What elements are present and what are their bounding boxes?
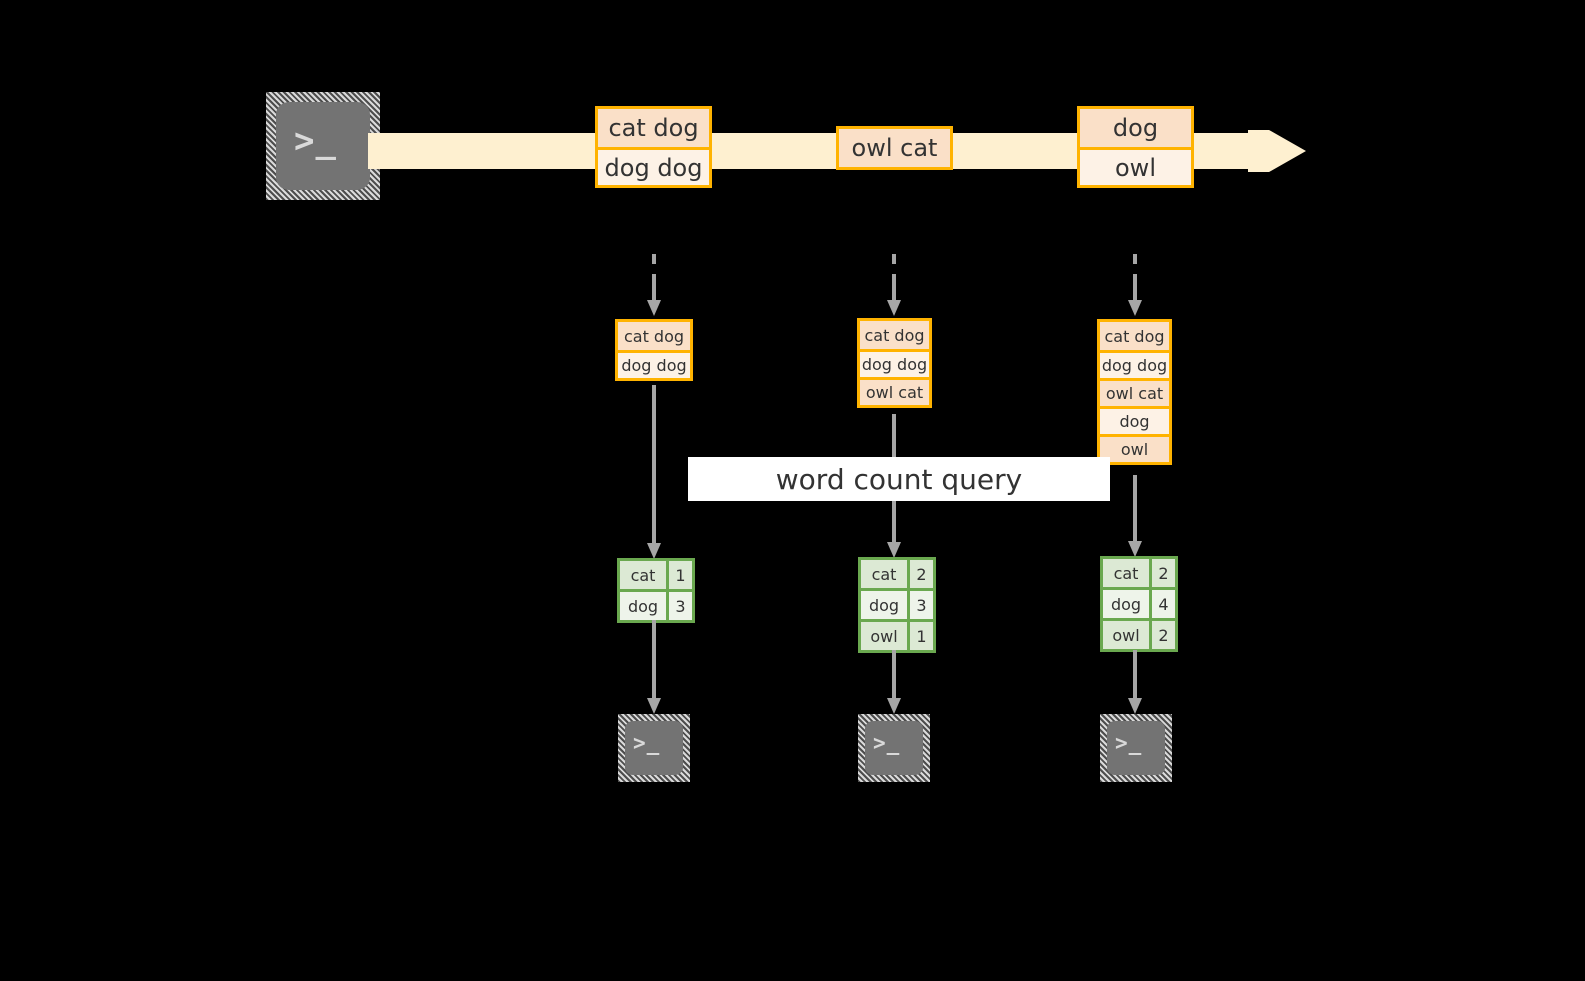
table-cell-word: dog <box>861 591 907 619</box>
batch-2-input-box: cat dog dog dog owl cat <box>857 318 932 408</box>
batch-input-row: dog dog <box>618 350 690 378</box>
table-cell-count: 3 <box>666 592 692 620</box>
query-label-text: word count query <box>775 462 1023 496</box>
table-cell-word: owl <box>1103 621 1149 649</box>
batch-input-row: dog dog <box>860 349 929 377</box>
table-cell-count: 1 <box>666 561 692 589</box>
stream-message-line: cat dog <box>598 109 709 147</box>
table-row: dog 3 <box>620 589 692 620</box>
stream-message-2: owl cat <box>836 126 953 170</box>
batch-3-ingest-connector <box>1124 254 1146 318</box>
table-row: dog 4 <box>1103 587 1175 618</box>
table-cell-count: 2 <box>1149 621 1175 649</box>
stream-message-3: dog owl <box>1077 106 1194 188</box>
batch-2-result-table: cat 2 dog 3 owl 1 <box>858 557 936 653</box>
batch-input-row: cat dog <box>860 321 929 349</box>
table-cell-word: cat <box>1103 559 1149 587</box>
table-cell-count: 2 <box>1149 559 1175 587</box>
table-cell-word: dog <box>620 592 666 620</box>
terminal-prompt-glyph: >_ <box>873 731 901 755</box>
table-cell-count: 3 <box>907 591 933 619</box>
batch-1-input-box: cat dog dog dog <box>615 319 693 381</box>
stream-message-line: owl <box>1080 147 1191 185</box>
table-cell-word: cat <box>861 560 907 588</box>
batch-2-ingest-connector <box>883 254 905 318</box>
batch-3-sink-terminal-icon: >_ <box>1100 714 1172 782</box>
batch-input-row: owl cat <box>1100 378 1169 406</box>
batch-input-row: cat dog <box>618 322 690 350</box>
table-cell-word: owl <box>861 622 907 650</box>
batch-3-query-connector <box>1124 475 1146 559</box>
table-cell-word: cat <box>620 561 666 589</box>
batch-2-sink-connector <box>883 650 905 716</box>
terminal-body <box>1107 721 1165 775</box>
table-cell-word: dog <box>1103 590 1149 618</box>
terminal-prompt-glyph: >_ <box>1115 731 1143 755</box>
word-count-query-label: word count query <box>688 457 1110 501</box>
batch-3-input-box: cat dog dog dog owl cat dog owl <box>1097 319 1172 465</box>
table-cell-count: 4 <box>1149 590 1175 618</box>
stream-message-line: dog <box>1080 109 1191 147</box>
batch-1-query-connector <box>643 385 665 561</box>
table-cell-count: 1 <box>907 622 933 650</box>
table-row: cat 1 <box>620 561 692 589</box>
stream-message-line: dog dog <box>598 147 709 185</box>
batch-input-row: dog <box>1100 406 1169 434</box>
stream-message-line: owl cat <box>839 129 950 167</box>
table-row: owl 1 <box>861 619 933 650</box>
terminal-prompt-glyph: >_ <box>633 731 661 755</box>
batch-input-row: owl cat <box>860 377 929 405</box>
batch-3-result-table: cat 2 dog 4 owl 2 <box>1100 556 1178 652</box>
table-row: cat 2 <box>1103 559 1175 587</box>
table-row: owl 2 <box>1103 618 1175 649</box>
batch-3-sink-connector <box>1124 650 1146 716</box>
stream-message-1: cat dog dog dog <box>595 106 712 188</box>
batch-1-result-table: cat 1 dog 3 <box>617 558 695 623</box>
table-row: dog 3 <box>861 588 933 619</box>
batch-input-row: dog dog <box>1100 350 1169 378</box>
batch-1-sink-terminal-icon: >_ <box>618 714 690 782</box>
batch-input-row: cat dog <box>1100 322 1169 350</box>
batch-1-ingest-connector <box>643 254 665 318</box>
batch-1-sink-connector <box>643 620 665 716</box>
terminal-body <box>276 102 370 190</box>
source-terminal-icon: >_ <box>266 92 380 200</box>
table-row: cat 2 <box>861 560 933 588</box>
terminal-body <box>865 721 923 775</box>
table-cell-count: 2 <box>907 560 933 588</box>
batch-2-sink-terminal-icon: >_ <box>858 714 930 782</box>
terminal-body <box>625 721 683 775</box>
batch-input-row: owl <box>1100 434 1169 462</box>
terminal-prompt-glyph: >_ <box>294 121 337 161</box>
